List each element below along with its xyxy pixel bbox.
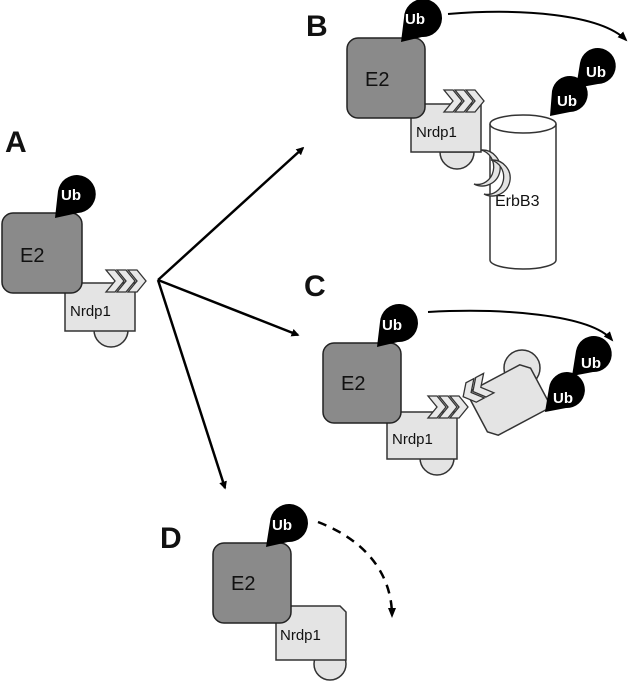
- nrdp1-label: Nrdp1: [416, 124, 457, 141]
- arrow-to-c: [157, 278, 300, 337]
- ub-tag: [266, 504, 308, 547]
- transfer-arrow: [427, 309, 614, 342]
- dashed-transfer-arrow: [317, 520, 396, 618]
- panel-c: C Ub Ub Nrdp1 E2 Ub: [304, 270, 614, 476]
- ub-tag: [401, 0, 442, 42]
- ub-chain-tag-2: [576, 48, 616, 88]
- nrdp1-label: Nrdp1: [392, 431, 433, 448]
- erbb3-receptor: ErbB3: [489, 114, 557, 270]
- nrdp1-lobe: [439, 151, 475, 170]
- panel-label-d: D: [160, 522, 182, 555]
- ub-chain-tag-1: [545, 372, 585, 412]
- panel-label-c: C: [304, 270, 326, 303]
- nrdp1-chevrons: [442, 89, 485, 113]
- nrdp1-chevrons: [426, 395, 469, 419]
- ub-label: Ub: [61, 187, 81, 204]
- nrdp1-chevrons: [104, 269, 147, 293]
- e2-label: E2: [20, 245, 44, 267]
- nrdp1-box: [275, 605, 347, 661]
- ub-chain-tag-2: [572, 336, 612, 376]
- ub-label: Ub: [272, 517, 292, 534]
- ub-label: Ub: [405, 11, 425, 28]
- e2-box: [322, 342, 402, 424]
- substrate-chevrons: [462, 372, 496, 403]
- e2-label: E2: [365, 69, 389, 91]
- e2-box: [1, 212, 83, 294]
- e2-label: E2: [341, 373, 365, 395]
- ub-chain-label-2: Ub: [586, 64, 606, 81]
- ub-label: Ub: [382, 317, 402, 334]
- ub-chain-label-1: Ub: [557, 93, 577, 110]
- arrow-to-d: [156, 279, 227, 490]
- arrow-to-b: [157, 146, 305, 281]
- panel-a: A Nrdp1 E2 Ub: [1, 126, 147, 348]
- ub-tag: [55, 175, 96, 218]
- erbb3-label: ErbB3: [495, 193, 540, 210]
- transfer-arrow: [447, 10, 628, 42]
- ub-chain-label-1: Ub: [553, 390, 573, 407]
- panel-d: D Nrdp1 E2 Ub: [160, 504, 396, 681]
- ub-tag: [377, 304, 418, 347]
- panel-label-a: A: [5, 126, 27, 159]
- nrdp1-label: Nrdp1: [70, 303, 111, 320]
- nrdp1-lobe: [93, 329, 129, 348]
- e2-box: [212, 542, 292, 624]
- e2-box: [346, 37, 426, 119]
- nrdp1-crescents: [473, 149, 511, 197]
- e2-label: E2: [231, 573, 255, 595]
- pathway-arrows: [156, 146, 305, 490]
- nrdp1-label: Nrdp1: [280, 627, 321, 644]
- panel-b: B ErbB3 Ub Ub Nrdp1 E2: [306, 0, 628, 270]
- panel-label-b: B: [306, 10, 328, 43]
- ub-chain-label-2: Ub: [581, 355, 601, 372]
- nrdp1-lobe: [419, 457, 455, 476]
